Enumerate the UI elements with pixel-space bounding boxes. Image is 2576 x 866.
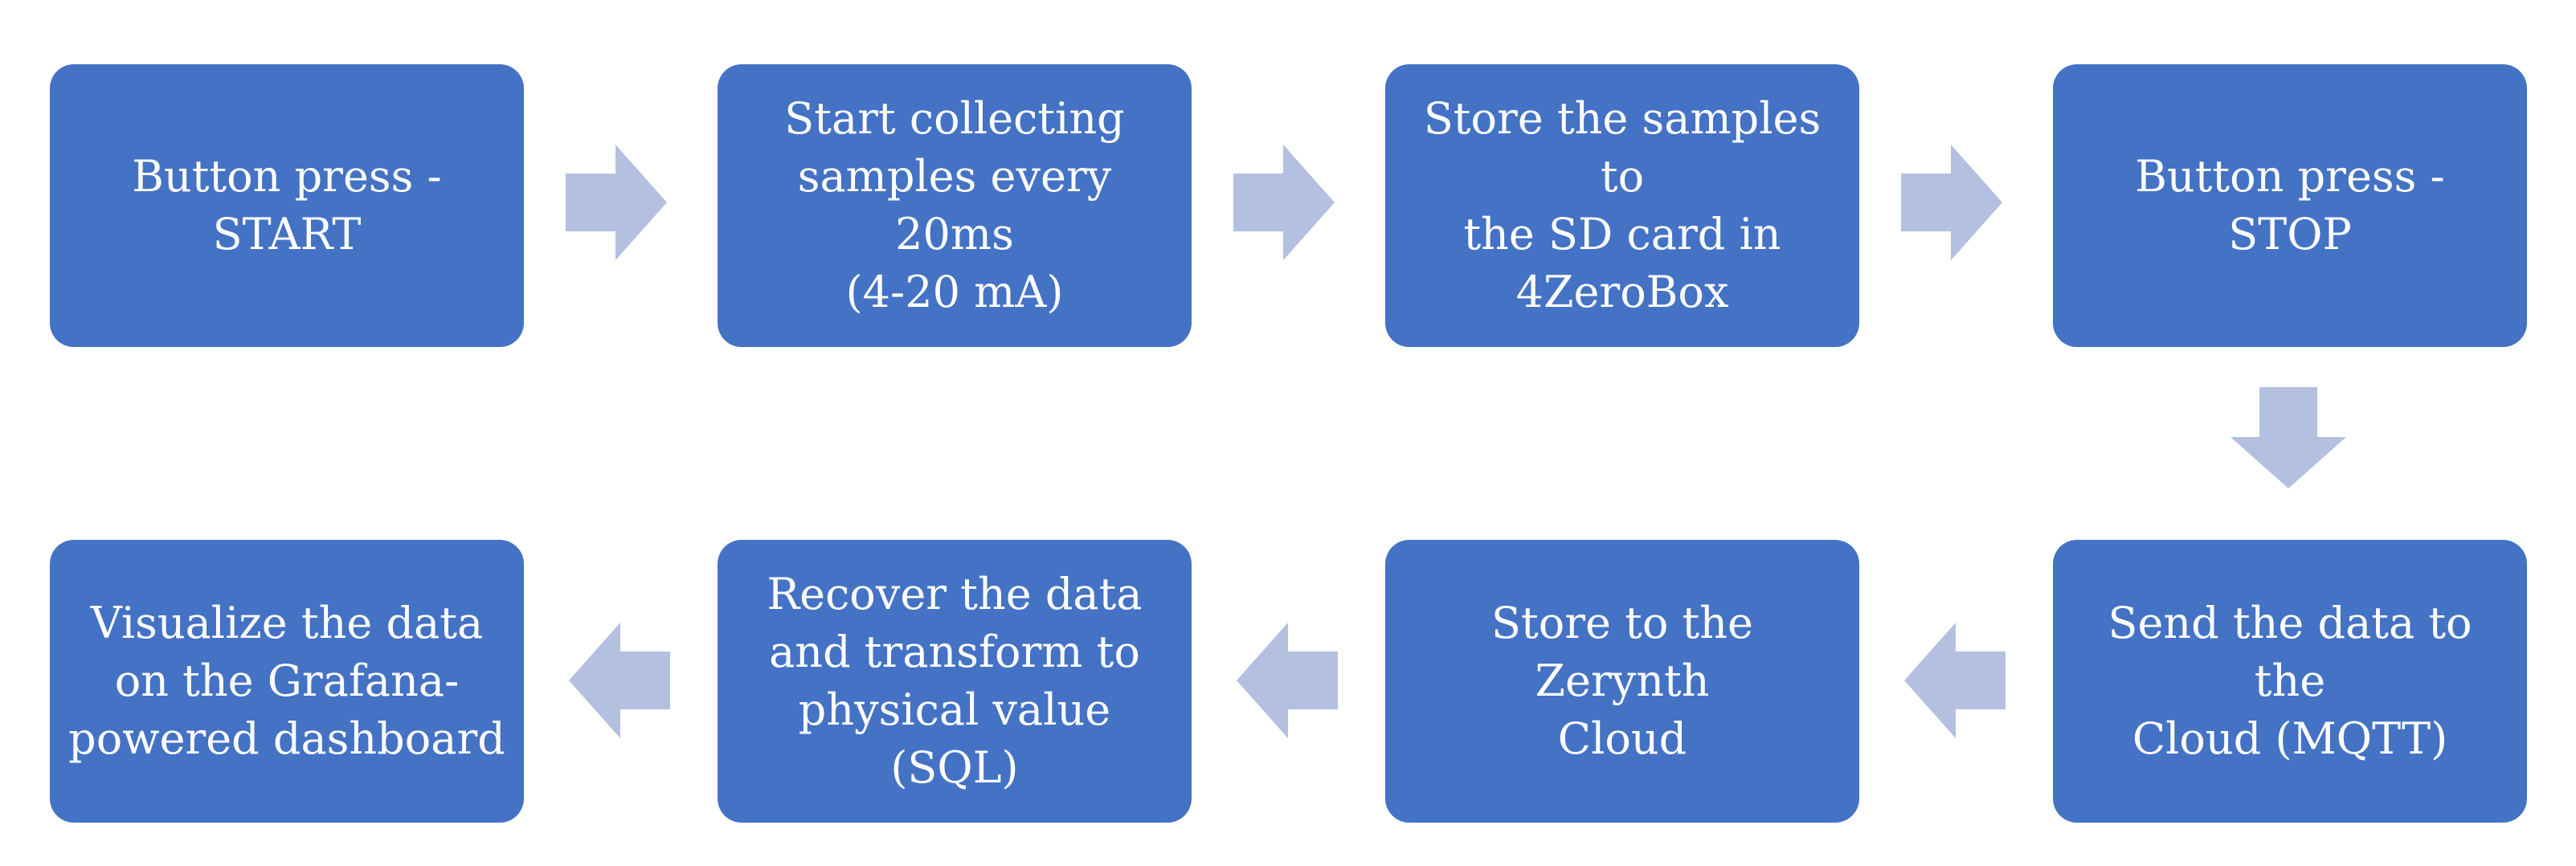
arrow-left-icon xyxy=(1237,623,1338,738)
arrow-left-icon xyxy=(569,623,670,738)
step-box-start-collecting: Start collecting samples every 20ms (4-2… xyxy=(718,64,1192,347)
step-box-button-press-stop: Button press - STOP xyxy=(2053,64,2527,347)
step-label: Start collecting samples every 20ms (4-2… xyxy=(784,93,1125,317)
arrow-right-icon xyxy=(1901,145,2002,260)
step-label: Visualize the data on the Grafana- power… xyxy=(68,598,505,764)
step-box-button-press-start: Button press - START xyxy=(50,64,524,347)
arrow-right-icon xyxy=(1233,145,1335,260)
step-box-send-data: Send the data to the Cloud (MQTT) xyxy=(2053,540,2527,823)
arrow-left-icon xyxy=(1904,623,2006,738)
step-label: Store to the Zerynth Cloud xyxy=(1491,598,1753,764)
step-label: Store the samples to the SD card in 4Zer… xyxy=(1423,93,1822,317)
arrow-right-icon xyxy=(566,145,667,260)
step-box-recover-data: Recover the data and transform to physic… xyxy=(718,540,1192,823)
step-label: Recover the data and transform to physic… xyxy=(767,569,1143,793)
step-label: Send the data to the Cloud (MQTT) xyxy=(2108,598,2472,764)
step-label: Button press - START xyxy=(132,151,442,259)
step-box-visualize: Visualize the data on the Grafana- power… xyxy=(50,540,524,823)
step-label: Button press - STOP xyxy=(2135,151,2445,259)
step-box-store-samples: Store the samples to the SD card in 4Zer… xyxy=(1385,64,1859,347)
arrow-down-icon xyxy=(2230,387,2346,488)
step-box-store-cloud: Store to the Zerynth Cloud xyxy=(1385,540,1859,823)
